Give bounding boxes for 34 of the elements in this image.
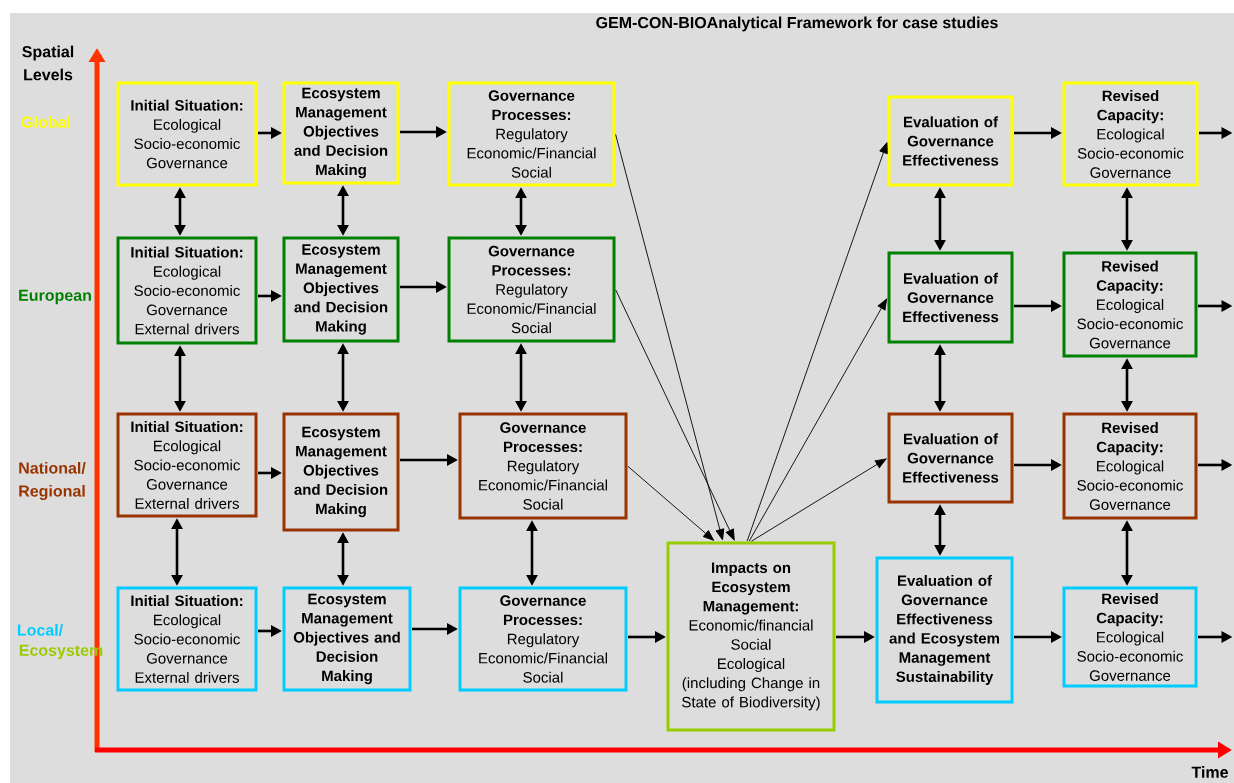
axis-label: Spatial Levels xyxy=(22,45,74,81)
process-box: Initial Situation: Ecological Socio-economic Governance xyxy=(116,81,258,187)
process-box: Initial Situation: Ecological Socio-economic Governance External drivers xyxy=(116,586,258,692)
process-box: Governance Processes: Regulatory Economic/Financial Social xyxy=(447,81,616,187)
process-box: Evaluation of Governance Effectiveness xyxy=(887,95,1014,187)
process-box: Evaluation of Governance Effectiveness xyxy=(887,412,1014,504)
process-box: Ecosystem Management Objectives and Decision Making xyxy=(282,81,400,185)
arrow xyxy=(746,142,888,542)
axis-label: Local/ xyxy=(17,624,63,636)
axis-label: National/ Regional xyxy=(19,462,86,500)
arrow xyxy=(750,458,887,542)
process-box: Ecosystem Management Objectives and Decision Making xyxy=(282,412,400,532)
process-box: Governance Processes: Regulatory Economic/Financial Social xyxy=(458,412,628,520)
axis-label: European xyxy=(19,289,91,305)
process-box: Revised Capacity: Ecological Socio-economic Governance xyxy=(1062,586,1198,688)
process-box: Revised Capacity: Ecological Socio-economic Governance xyxy=(1062,81,1199,187)
process-box: Governance Processes: Regulatory Economic/Financial Social xyxy=(447,236,616,343)
process-box: Ecosystem Management Objectives and Decision Making xyxy=(282,586,412,692)
process-box: Revised Capacity: Ecological Socio-economic Governance xyxy=(1062,251,1198,358)
process-box: Revised Capacity: Ecological Socio-economic Governance xyxy=(1062,412,1198,520)
axis-label: Time xyxy=(1191,766,1228,778)
process-box: Impacts on Ecosystem Management: Economic/financial Social Ecological (including Change in State of Biodiversity) xyxy=(666,541,836,732)
arrow xyxy=(627,465,715,541)
process-box: Evaluation of Governance Effectiveness and Ecosystem Management Sustainability xyxy=(875,556,1014,704)
axis-label: Global xyxy=(21,116,70,128)
title: GEM-CON-BIOAnalytical Framework for case studies xyxy=(596,16,998,32)
process-box: Governance Processes: Regulatory Economic/Financial Social xyxy=(458,586,628,692)
process-box: Evaluation of Governance Effectiveness xyxy=(887,251,1014,344)
arrow xyxy=(615,289,735,541)
arrow xyxy=(748,298,888,542)
arrow xyxy=(615,134,725,541)
process-box: Ecosystem Management Objectives and Decision Making xyxy=(282,236,400,343)
process-box: Initial Situation: Ecological Socio-economic Governance External drivers xyxy=(116,412,258,518)
process-box: Initial Situation: Ecological Socio-economic Governance External drivers xyxy=(116,236,258,345)
